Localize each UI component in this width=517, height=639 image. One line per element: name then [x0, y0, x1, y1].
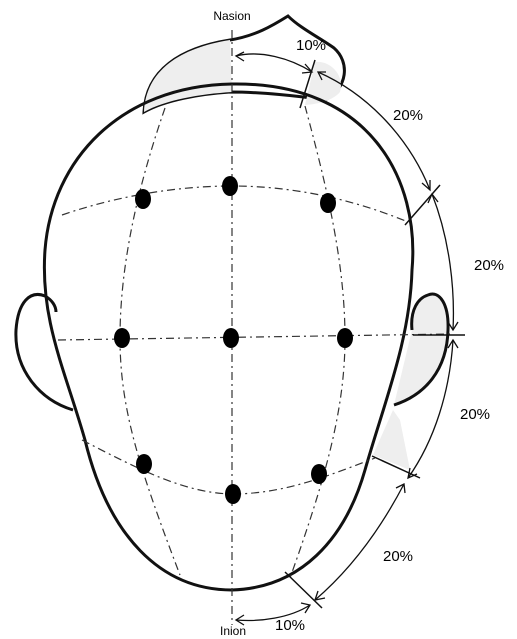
- inion-label: Inion: [220, 624, 246, 638]
- pct-right-lower-mid: 20%: [460, 406, 490, 423]
- electrode-front-left: [135, 189, 151, 209]
- electrode-front-mid: [222, 176, 238, 196]
- pct-upper-right: 20%: [393, 107, 423, 124]
- electrode-back-mid: [225, 484, 241, 504]
- electrode-front-right: [320, 193, 336, 213]
- left-ear: [16, 294, 73, 410]
- electrode-center-right: [337, 328, 353, 348]
- electrode-center-left: [114, 328, 130, 348]
- shade-back-right: [373, 410, 410, 470]
- electrode-back-left: [136, 454, 152, 474]
- pct-right-upper-mid: 20%: [474, 257, 504, 274]
- electrode-center-mid: [223, 328, 239, 348]
- arc-right-column: [290, 106, 345, 578]
- electrodes: [114, 176, 353, 504]
- pct-top-front: 10%: [296, 37, 326, 54]
- electrode-back-right: [311, 464, 327, 484]
- nasion-label: Nasion: [213, 9, 250, 23]
- pct-lower-right: 20%: [383, 548, 413, 565]
- pct-bottom-back: 10%: [275, 617, 305, 634]
